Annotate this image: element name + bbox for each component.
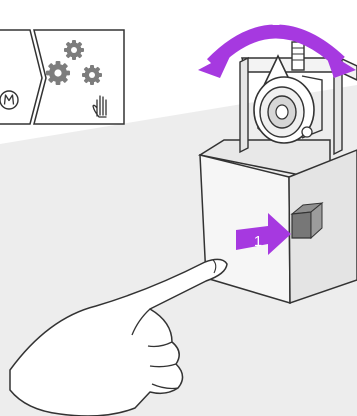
push-button-side: [310, 201, 323, 240]
spool-holder: [239, 41, 357, 156]
box-side: [288, 149, 357, 305]
device-box: [198, 139, 357, 305]
frame-post-left: [239, 56, 249, 154]
pointing-hand-icon: [9, 258, 228, 416]
mode-panel: [0, 29, 125, 125]
step-1-label: 1: [254, 233, 262, 250]
manual-mode-tile: [0, 29, 43, 125]
step-2-label: 2: [272, 12, 280, 29]
gear-icon: [64, 40, 84, 60]
rotate-arrow-icon: [198, 24, 356, 78]
box-top: [198, 139, 331, 178]
push-button: [291, 211, 312, 239]
push-arrow-icon: [236, 213, 291, 255]
circled-m-icon: [0, 90, 19, 110]
gear-icon: [82, 65, 102, 85]
gear-icon: [46, 61, 70, 85]
hand-icon: [92, 95, 107, 118]
spindle-bolt: [291, 41, 305, 71]
auto-mode-tile: [33, 29, 125, 125]
